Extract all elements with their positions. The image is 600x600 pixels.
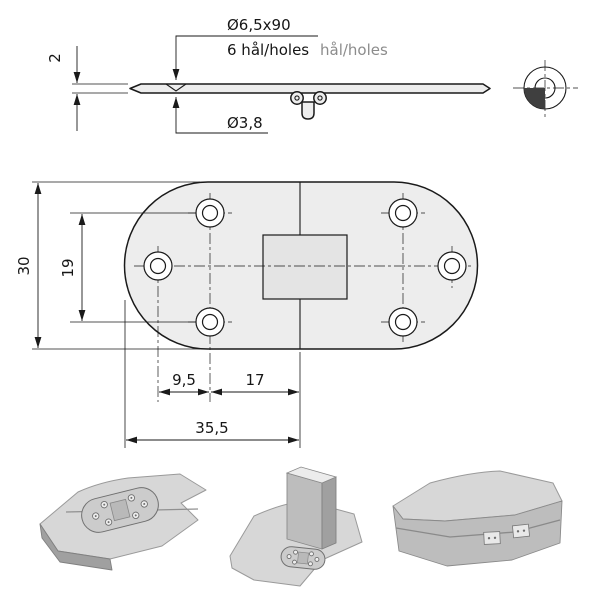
hole-spacing-label: 19 xyxy=(59,258,77,277)
screw-hole xyxy=(437,251,467,281)
countersink-notch xyxy=(165,83,187,92)
plan-view: 30 19 9,5 17 35,5 xyxy=(15,181,479,448)
plate-profile xyxy=(129,83,491,94)
dim-hole-offset: 9,5 17 xyxy=(159,352,301,448)
thickness-label: 2 xyxy=(46,53,64,63)
screw-hole xyxy=(195,307,225,337)
leader-hole-spec: Ø6,5x90 6 hål/holes hål/holes xyxy=(172,16,388,80)
dim-thickness: 2 xyxy=(46,46,128,131)
knuckle-plate xyxy=(262,234,348,300)
pilot-hole-label: Ø3,8 xyxy=(227,114,263,132)
hole-offset-label: 9,5 xyxy=(172,371,196,389)
holes-count-label-secondary: hål/holes xyxy=(320,41,388,59)
illustration-flap xyxy=(39,473,207,571)
screw-hole xyxy=(143,251,173,281)
application-illustrations xyxy=(39,466,563,587)
dim-overall-width: 30 xyxy=(15,181,200,350)
dim-hole-spacing: 19 xyxy=(59,212,196,323)
mini-hinge xyxy=(81,487,159,533)
side-view: Ø6,5x90 6 hål/holes hål/holes 2 Ø3,8 xyxy=(46,16,491,134)
mini-hinge xyxy=(511,523,531,539)
screw-hole xyxy=(195,198,225,228)
knuckle-section xyxy=(290,91,327,120)
projection-symbol-shading xyxy=(524,88,545,109)
screw-holes xyxy=(143,198,467,337)
screw-hole xyxy=(388,307,418,337)
hole-spec-label: Ø6,5x90 xyxy=(227,16,291,34)
mini-hinge xyxy=(280,546,326,570)
leader-pilot-hole: Ø3,8 xyxy=(172,97,268,134)
mini-hinge xyxy=(483,531,501,545)
leaf-length-label: 35,5 xyxy=(195,419,228,437)
overall-width-label: 30 xyxy=(15,256,33,275)
illustration-box xyxy=(392,470,563,567)
dim-leaf-length: 35,5 xyxy=(124,300,299,448)
illustration-corner xyxy=(229,466,363,587)
screw-hole xyxy=(388,198,418,228)
projection-symbol-icon xyxy=(513,60,578,117)
hole-to-center-label: 17 xyxy=(245,371,264,389)
holes-count-label: 6 hål/holes xyxy=(227,41,309,59)
